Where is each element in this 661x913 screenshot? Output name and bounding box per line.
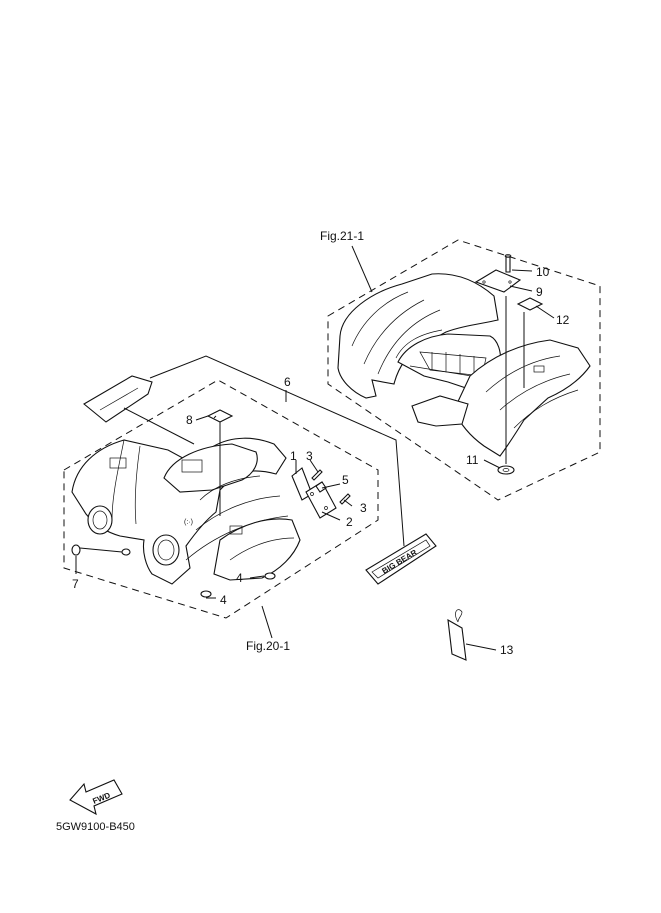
callout-6: 6 xyxy=(284,375,291,389)
callout-11: 11 xyxy=(466,453,479,467)
callout-3-upper: 3 xyxy=(306,449,313,463)
callout-1: 1 xyxy=(290,449,297,463)
callout-8: 8 xyxy=(186,413,193,427)
fig-ref-rear: Fig.21-1 xyxy=(320,229,364,243)
fig-ref-front: Fig.20-1 xyxy=(246,639,290,653)
front-fender-group: Fig.20-1 6 xyxy=(63,355,437,653)
part-3-screw-upper xyxy=(311,469,323,481)
part-13-tag: 13 xyxy=(447,609,514,661)
callout-9: 9 xyxy=(536,285,543,299)
front-group-boundary xyxy=(63,379,379,619)
part-8-decal xyxy=(206,409,234,423)
rear-fender-group: Fig.21-1 xyxy=(320,229,601,501)
front-top-panel xyxy=(83,375,153,423)
part-11-grommet xyxy=(497,465,515,475)
rear-fender xyxy=(337,269,591,457)
callout-4-lower: 4 xyxy=(220,593,227,607)
front-plate-assembly xyxy=(291,467,351,519)
callout-4-upper: 4 xyxy=(236,571,243,585)
part-4-clip-left xyxy=(200,590,212,598)
part-4-clip-right xyxy=(264,572,276,580)
callout-12: 12 xyxy=(556,313,570,327)
big-bear-decal: BIG BEAR xyxy=(365,533,437,585)
part-10-bolt xyxy=(504,254,512,273)
callout-5: 5 xyxy=(342,473,349,487)
callout-7: 7 xyxy=(72,577,79,591)
part-5-nut xyxy=(315,481,327,493)
part-12-decal xyxy=(516,297,544,311)
leader-fig-rear xyxy=(351,245,373,293)
part-7-clip xyxy=(71,544,81,556)
svg-text:(:·): (:·) xyxy=(184,519,193,526)
rear-group-boundary xyxy=(327,239,601,501)
part-3-screw-lower xyxy=(339,493,351,505)
drawing-code: 5GW9100-B450 xyxy=(56,821,135,833)
callout-3-lower: 3 xyxy=(360,501,367,515)
callout-2: 2 xyxy=(346,515,353,529)
fwd-arrow-icon: FWD xyxy=(69,779,123,816)
leader-fig-front xyxy=(261,605,273,639)
callout-10: 10 xyxy=(536,265,550,279)
front-fender: (:·) xyxy=(71,437,301,585)
callout-13: 13 xyxy=(500,643,514,657)
